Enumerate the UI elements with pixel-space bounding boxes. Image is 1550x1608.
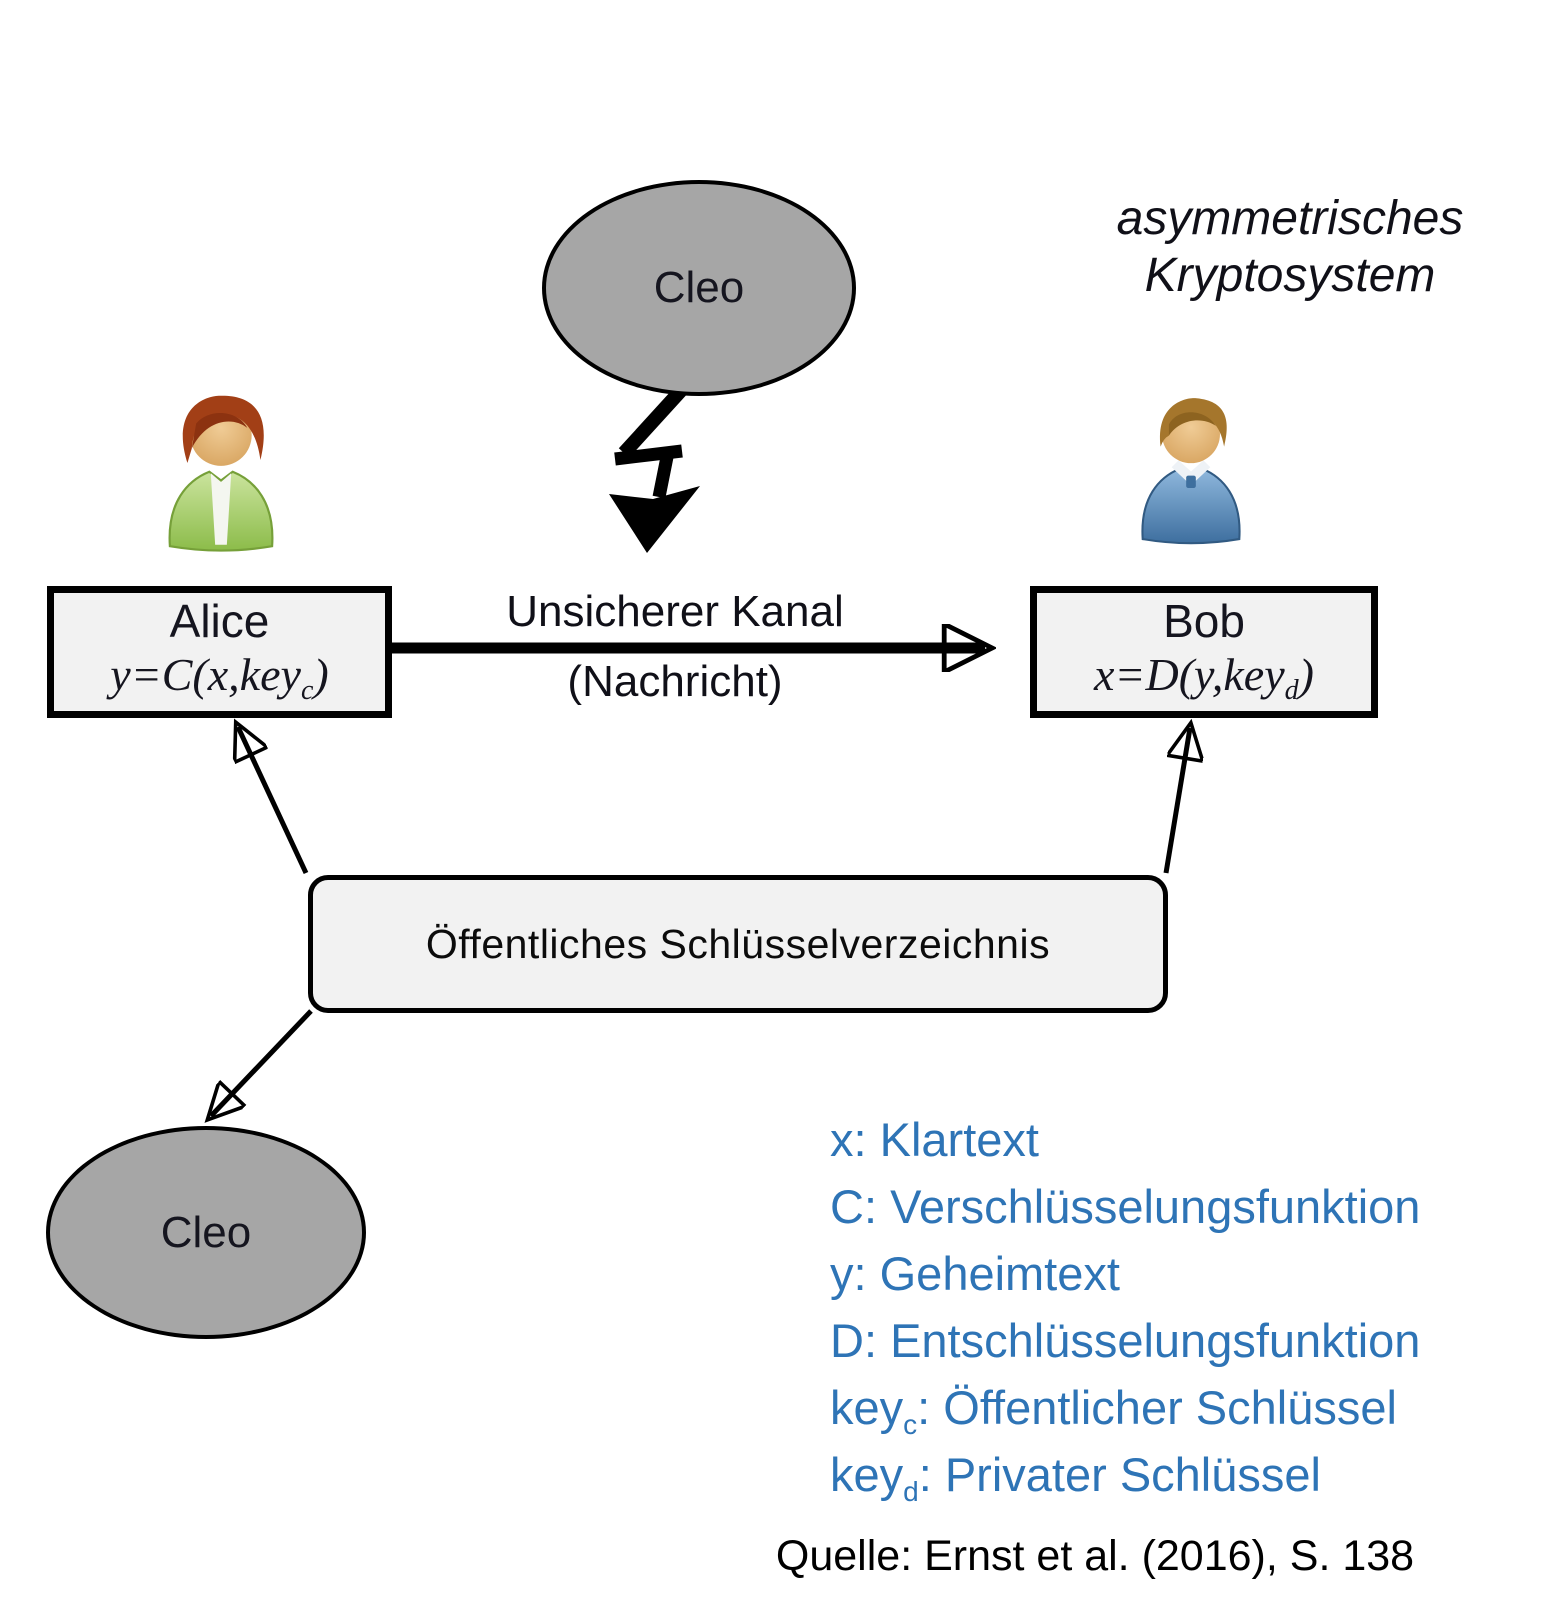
legend-item: C: Verschlüsselungsfunktion xyxy=(830,1173,1420,1240)
legend-symbol-sub: c xyxy=(903,1409,918,1440)
cleo-top-label: Cleo xyxy=(653,263,745,312)
diagram-title-line1: asymmetrisches xyxy=(1116,192,1464,245)
legend-label: : Klartext xyxy=(853,1113,1039,1166)
legend-label: : Privater Schlüssel xyxy=(918,1448,1321,1501)
channel-label-top: Unsicherer Kanal xyxy=(506,587,844,636)
alice-name: Alice xyxy=(169,594,270,647)
legend-symbol: x xyxy=(830,1113,854,1166)
legend-label: : Öffentlicher Schlüssel xyxy=(917,1381,1397,1434)
cleo-bottom-label: Cleo xyxy=(160,1207,252,1257)
cleo-top-ellipse: Cleo xyxy=(542,180,856,396)
legend-symbol: D xyxy=(830,1314,864,1367)
lightning-arrow-icon xyxy=(609,369,702,553)
bob-box: Bob x=D(y,keyd) xyxy=(1030,586,1378,718)
legend-symbol: key xyxy=(830,1381,904,1434)
legend-symbol: key xyxy=(830,1448,904,1501)
legend-label: : Entschlüsselungsfunktion xyxy=(863,1314,1421,1367)
alice-formula-sub: c xyxy=(300,674,314,706)
legend-symbol: C xyxy=(830,1180,864,1233)
key-to-alice-arrow xyxy=(238,727,309,875)
legend-item: keyd: Privater Schlüssel xyxy=(830,1441,1420,1508)
legend-item: D: Entschlüsselungsfunktion xyxy=(830,1307,1420,1374)
legend-symbol-sub: d xyxy=(903,1476,919,1507)
alice-avatar-icon xyxy=(148,386,294,556)
bob-formula: x=D(y,keyd) xyxy=(1094,647,1314,710)
bob-formula-pre: x=D(y,key xyxy=(1094,648,1285,700)
legend-symbol: y xyxy=(830,1247,854,1300)
alice-formula: y=C(x,keyc) xyxy=(110,647,328,710)
bob-formula-sub: d xyxy=(1284,674,1299,706)
diagram-title-line2: Kryptosystem xyxy=(1144,249,1436,302)
legend-item: x: Klartext xyxy=(830,1106,1420,1173)
source-citation: Quelle: Ernst et al. (2016), S. 138 xyxy=(775,1532,1415,1580)
key-to-cleo-arrow xyxy=(211,1009,313,1116)
legend-label: : Verschlüsselungsfunktion xyxy=(863,1180,1421,1233)
cleo-bottom-ellipse: Cleo xyxy=(46,1126,366,1339)
legend-item: y: Geheimtext xyxy=(830,1240,1420,1307)
alice-box: Alice y=C(x,keyc) xyxy=(47,586,392,718)
bob-avatar-icon xyxy=(1122,386,1260,550)
key-to-bob-arrow xyxy=(1163,728,1190,874)
bob-name: Bob xyxy=(1163,594,1245,647)
alice-formula-post: ) xyxy=(313,648,329,700)
alice-formula-pre: y=C(x,key xyxy=(110,648,301,700)
public-key-directory-box: Öffentliches Schlüsselverzeichnis xyxy=(308,875,1168,1013)
legend-label: : Geheimtext xyxy=(853,1247,1120,1300)
diagram-title: asymmetrisches Kryptosystem xyxy=(1040,190,1540,304)
legend-item: keyc: Öffentlicher Schlüssel xyxy=(830,1374,1420,1441)
bob-formula-post: ) xyxy=(1298,648,1314,700)
public-key-directory-label: Öffentliches Schlüsselverzeichnis xyxy=(425,920,1051,967)
legend: x: Klartext C: Verschlüsselungsfunktion … xyxy=(830,1106,1420,1508)
channel-label-bottom: (Nachricht) xyxy=(567,657,783,706)
